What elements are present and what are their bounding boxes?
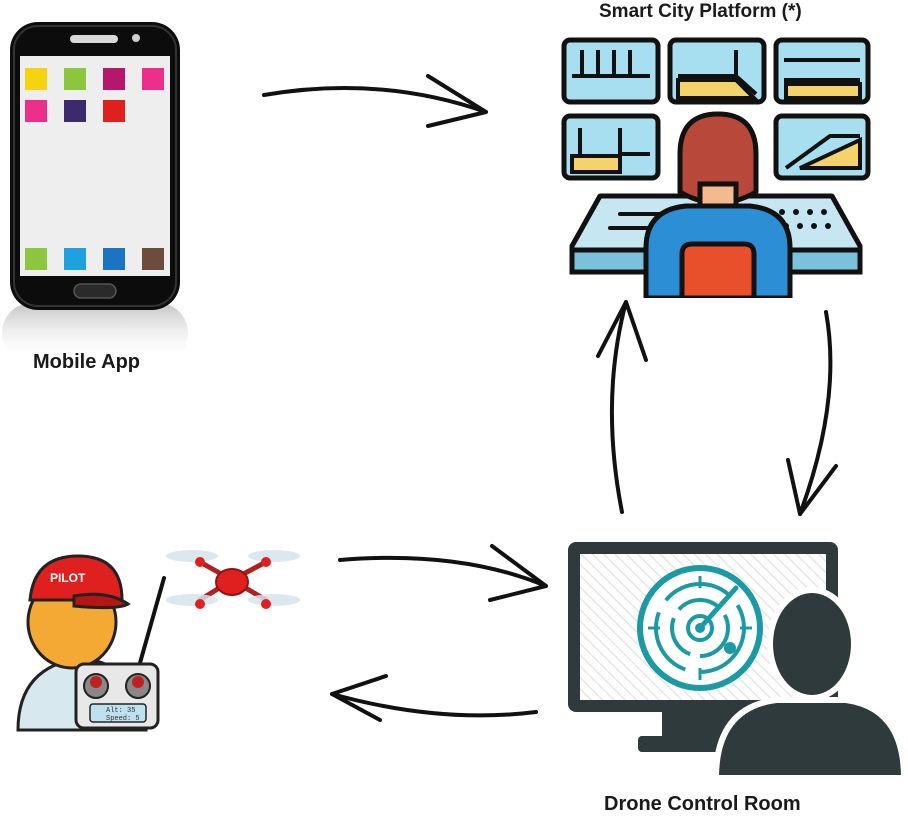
mobile-app-label: Mobile App (33, 351, 141, 373)
controller-speed: Speed: 5 (106, 715, 140, 723)
app-tile-icon (103, 248, 125, 270)
smart-city-node (560, 36, 872, 298)
drone-icon (166, 550, 300, 609)
pilot-node: PILOT Alt: 35 Speed: 5 (10, 540, 310, 750)
drone-room-node (566, 540, 906, 780)
pilot-cap-text: PILOT (50, 571, 86, 585)
smart-city-label: Smart City Platform (*) (599, 1, 802, 22)
remote-controller-icon: Alt: 35 Speed: 5 (74, 662, 160, 730)
app-tile-icon (25, 248, 47, 270)
smartphone-icon (2, 22, 188, 350)
arrow-room-to-pilot (330, 674, 538, 722)
app-tile-icon (142, 68, 164, 90)
control-center-operator-icon (561, 37, 871, 298)
monitor-radar-operator-icon (568, 542, 906, 780)
arrow-mobile-to-platform (262, 74, 488, 128)
app-tile-icon (142, 248, 164, 270)
app-tile-icon (64, 68, 86, 90)
radar-icon (637, 565, 763, 691)
arrow-pilot-to-room (338, 544, 548, 602)
mobile-app-node (0, 20, 200, 350)
arrow-platform-to-room (786, 310, 838, 516)
app-tile-icon (103, 100, 125, 122)
app-tile-icon (103, 68, 125, 90)
app-tile-icon (64, 100, 86, 122)
app-tile-icon (25, 100, 47, 122)
app-tile-icon (25, 68, 47, 90)
drone-room-label: Drone Control Room (604, 793, 801, 815)
app-tile-icon (64, 248, 86, 270)
pilot-drone-icon: PILOT Alt: 35 Speed: 5 (16, 550, 300, 732)
arrow-room-to-platform (596, 300, 648, 514)
controller-altitude: Alt: 35 (106, 707, 135, 715)
